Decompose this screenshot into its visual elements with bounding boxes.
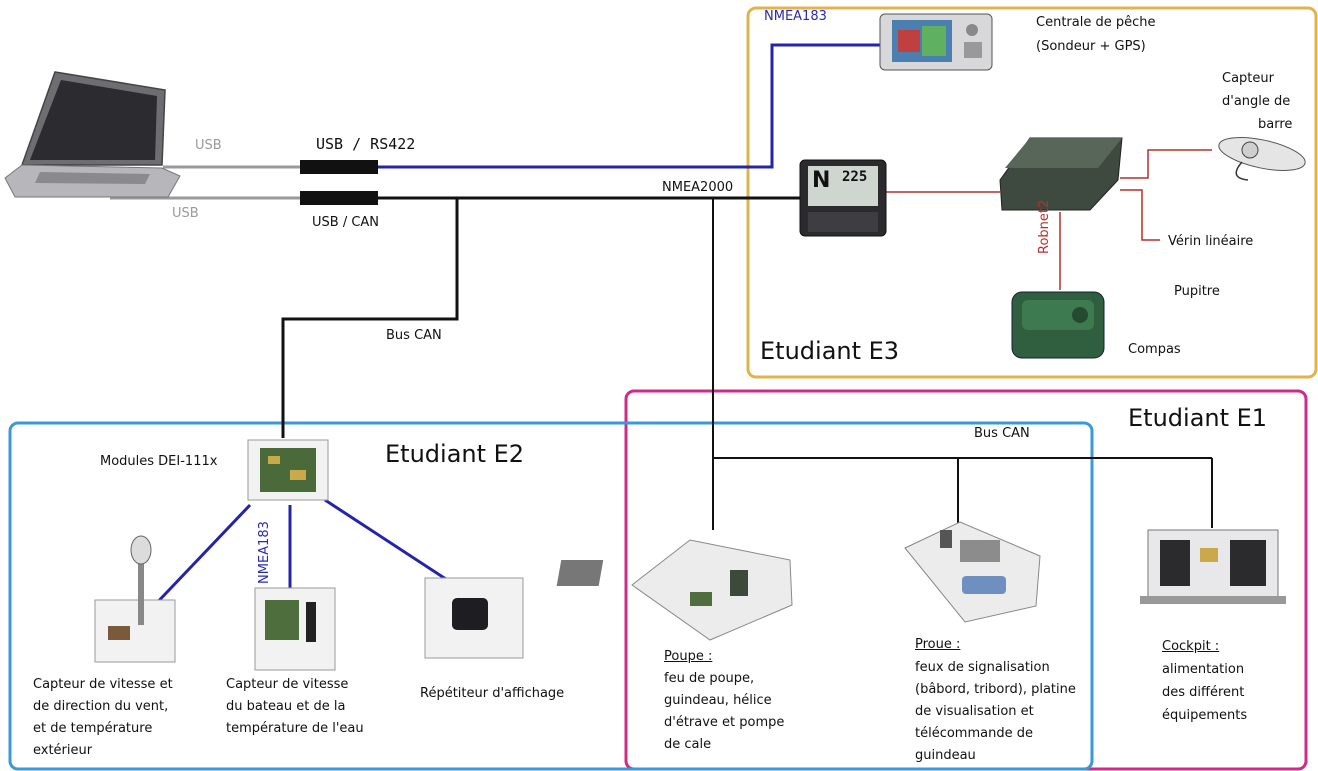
cockpit-panel-icon (1140, 529, 1286, 604)
bus-can-left-label: Bus CAN (386, 328, 442, 343)
etudiant-e3-title: Etudiant E3 (760, 337, 900, 365)
verin-label: Vérin linéaire (1168, 234, 1254, 249)
robnet-wire-verin (1120, 189, 1160, 241)
capteur-vent-label-2: de direction du vent, (33, 699, 169, 714)
capteur-angle-label-1: Capteur (1222, 71, 1274, 86)
capteur-bateau-label-2: du bateau et de la (226, 699, 346, 714)
etudiant-e1-title: Etudiant E1 (1128, 404, 1268, 432)
proue-title: Proue : (915, 637, 961, 652)
repetiteur-icon (424, 577, 524, 659)
capteur-bateau-icon (254, 587, 336, 671)
pupitre-label: Pupitre (1174, 284, 1220, 299)
nmea183-wire-top (378, 43, 880, 169)
robnet-wire-angle (1120, 149, 1212, 179)
bus-can-right-label: Bus CAN (974, 426, 1030, 441)
bus-can-wire-left (281, 198, 459, 438)
capteur-angle-label-2: d'angle de (1222, 94, 1291, 109)
capteur-vent-icon (94, 535, 176, 663)
nmea2000-label: NMEA2000 (662, 180, 734, 195)
capteur-bateau-label-1: Capteur de vitesse (226, 677, 349, 692)
usb-label-2: USB (172, 206, 199, 221)
centrale-sub-label: (Sondeur + GPS) (1036, 39, 1146, 54)
usb-rs422-label: USB / RS422 (316, 135, 416, 153)
cockpit-text-1: alimentation (1162, 662, 1245, 677)
poupe-text-3: d'étrave et pompe (664, 715, 785, 730)
proue-text-1: feux de signalisation (915, 660, 1050, 675)
capteur-angle-label-3: barre (1258, 117, 1293, 132)
proue-text-2: (bâbord, tribord), platine (915, 682, 1076, 697)
nmea183-vertical-label: NMEA183 (257, 521, 272, 584)
poupe-title: Poupe : (664, 649, 713, 664)
nmea183-top-label: NMEA183 (764, 9, 827, 24)
robnet2-label: Robnet2 (1037, 199, 1052, 254)
poupe-text-1: feu de poupe, (664, 671, 755, 686)
proue-text-3: de visualisation et (915, 704, 1034, 719)
capteur-vent-label-4: extérieur (33, 743, 93, 758)
usb-rs422-converter (300, 160, 378, 174)
pupitre-display-heading-letter: N (812, 168, 831, 193)
cockpit-title: Cockpit : (1162, 639, 1220, 654)
autopilot-computer-icon (999, 137, 1123, 211)
capteur-angle-barre-icon (1218, 137, 1306, 181)
proue-text-5: guindeau (915, 748, 976, 763)
etudiant-e2-frame (8, 421, 1094, 771)
repetiteur-label: Répétiteur d'affichage (420, 686, 565, 701)
proue-text-4: télécommande de (915, 726, 1033, 741)
nmea183-wire-vent (148, 503, 252, 612)
poupe-text-2: guindeau, hélice (664, 693, 772, 708)
nmea183-wire-repetiteur (324, 498, 456, 587)
etudiant-e2-title: Etudiant E2 (385, 440, 525, 468)
centrale-peche-icon (879, 13, 993, 71)
pupitre-display-heading-value: 225 (842, 169, 868, 185)
poupe-board-icon (556, 539, 793, 641)
laptop-icon (4, 71, 181, 198)
capteur-vent-label-1: Capteur de vitesse et (33, 677, 173, 692)
centrale-label: Centrale de pêche (1036, 15, 1156, 30)
modules-label: Modules DEI-111x (100, 454, 218, 469)
usb-can-converter (300, 191, 378, 205)
compas-icon (1011, 291, 1105, 359)
capteur-vent-label-3: et de température (33, 721, 153, 736)
usb-label-1: USB (195, 138, 222, 153)
compas-label: Compas (1128, 342, 1181, 357)
proue-board-icon (904, 521, 1041, 623)
usb-can-label: USB / CAN (312, 215, 380, 230)
capteur-bateau-label-3: température de l'eau (226, 721, 364, 736)
etudiant-e3-frame (746, 6, 1318, 379)
dei-module-icon (247, 439, 329, 501)
cockpit-text-2: des différent (1162, 685, 1245, 700)
pupitre-display-icon (799, 159, 887, 237)
cockpit-text-3: équipements (1162, 708, 1248, 723)
poupe-text-4: de cale (664, 737, 712, 752)
